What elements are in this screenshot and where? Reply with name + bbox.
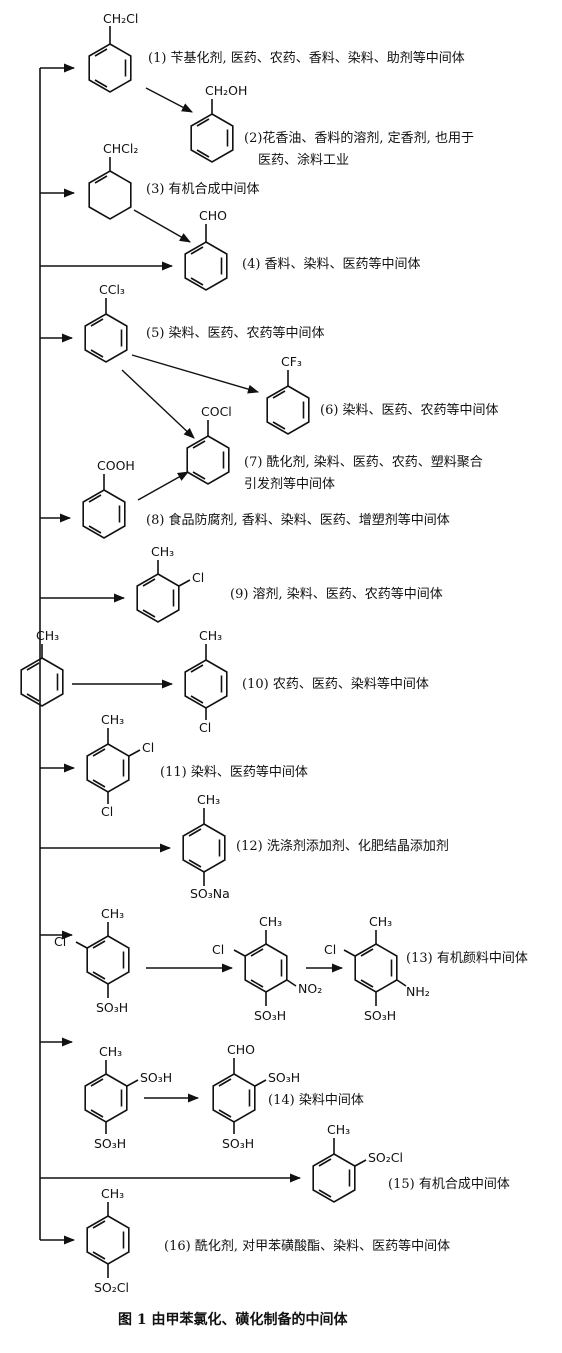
svg-text:SO₃H: SO₃H <box>140 1070 172 1085</box>
compound-9-desc: (9) 溶剂, 染料、医药、农药等中间体 <box>230 586 443 602</box>
compound-6-desc: (6) 染料、医药、农药等中间体 <box>320 402 499 418</box>
svg-text:CH₂OH: CH₂OH <box>205 83 247 98</box>
svg-text:SO₂Cl: SO₂Cl <box>94 1280 129 1295</box>
compound-13-intermediate-structure: CH₃ Cl NO₂ SO₃H <box>212 914 322 1023</box>
arrow-5-to-7 <box>121 369 195 439</box>
compound-12-desc: (12) 洗涤剂添加剂、化肥结晶添加剂 <box>236 839 449 854</box>
compound-11-structure: CH₃ Cl Cl <box>86 712 154 819</box>
compound-14-product-structure: CHO SO₃H SO₃H <box>212 1042 300 1151</box>
compound-4-desc: (4) 香料、染料、医药等中间体 <box>242 256 421 272</box>
compound-13-reactant-structure: CH₃ Cl SO₃H <box>54 906 130 1015</box>
compound-8-desc: (8) 食品防腐剂, 香料、染料、医药、增塑剂等中间体 <box>146 512 450 528</box>
svg-text:Cl: Cl <box>142 740 154 755</box>
compound-3-structure: CHCl₂ <box>88 141 138 220</box>
svg-text:Cl: Cl <box>54 934 66 949</box>
svg-text:SO₃H: SO₃H <box>364 1008 396 1023</box>
compound-8-structure: COOH <box>82 458 135 539</box>
svg-text:SO₃H: SO₃H <box>222 1136 254 1151</box>
svg-text:NO₂: NO₂ <box>298 981 322 996</box>
compound-6-structure: CF₃ <box>266 354 310 435</box>
svg-text:SO₂Cl: SO₂Cl <box>368 1150 403 1165</box>
svg-text:SO₃H: SO₃H <box>94 1136 126 1151</box>
svg-text:CH₃: CH₃ <box>197 792 220 807</box>
arrow-8-to-7 <box>137 471 189 501</box>
svg-text:Cl: Cl <box>199 720 211 735</box>
svg-text:CF₃: CF₃ <box>281 354 302 369</box>
svg-text:Cl: Cl <box>101 804 113 819</box>
figure-caption: 图 1 由甲苯氯化、磺化制备的中间体 <box>118 1311 348 1328</box>
svg-text:CH₃: CH₃ <box>101 1186 124 1201</box>
svg-text:Cl: Cl <box>192 570 204 585</box>
svg-text:CH₃: CH₃ <box>151 544 174 559</box>
svg-text:CH₃: CH₃ <box>327 1122 350 1137</box>
compound-16-desc: (16) 酰化剂, 对甲苯磺酸酯、染料、医药等中间体 <box>164 1238 450 1254</box>
svg-text:Cl: Cl <box>212 942 224 957</box>
svg-text:SO₃H: SO₃H <box>254 1008 286 1023</box>
compound-10-desc: (10) 农药、医药、染料等中间体 <box>242 676 429 692</box>
compound-1-desc: (1) 苄基化剂, 医药、农药、香料、染料、助剂等中间体 <box>148 50 465 66</box>
compound-4-structure: CHO <box>184 208 228 291</box>
svg-text:NH₂: NH₂ <box>406 984 430 999</box>
svg-text:CHO: CHO <box>227 1042 255 1057</box>
compound-12-structure: CH₃ SO₃Na <box>182 792 230 901</box>
compound-1-structure: CH₂Cl <box>88 11 138 93</box>
compound-14-desc: (14) 染料中间体 <box>268 1093 364 1108</box>
arrow-5-to-6 <box>131 354 260 394</box>
compound-9-structure: CH₃ Cl <box>136 544 204 623</box>
svg-text:CH₂Cl: CH₂Cl <box>103 11 138 26</box>
compound-5-structure: CCl₃ <box>84 282 128 363</box>
compound-15-desc: (15) 有机合成中间体 <box>388 1177 510 1192</box>
svg-text:CCl₃: CCl₃ <box>99 282 125 297</box>
svg-text:CHO: CHO <box>199 208 227 223</box>
compound-11-desc: (11) 染料、医药等中间体 <box>160 764 308 780</box>
svg-text:CH₃: CH₃ <box>369 914 392 929</box>
compound-7-desc-line2: 引发剂等中间体 <box>244 476 335 492</box>
arrow-3-to-4 <box>133 209 191 243</box>
compound-10-structure: CH₃ Cl <box>184 628 228 735</box>
svg-text:CH₃: CH₃ <box>99 1044 122 1059</box>
compound-13-product-structure: CH₃ Cl NH₂ SO₃H <box>324 914 430 1023</box>
svg-text:CH₃: CH₃ <box>199 628 222 643</box>
compound-2-desc-line2: 医药、涂料工业 <box>258 152 349 168</box>
svg-text:SO₃Na: SO₃Na <box>190 886 230 901</box>
svg-text:CH₃: CH₃ <box>101 712 124 727</box>
toluene-structure: CH₃ <box>20 628 64 707</box>
svg-text:CH₃: CH₃ <box>36 628 59 643</box>
arrow-1-to-2 <box>145 87 193 113</box>
svg-text:COCl: COCl <box>201 404 232 419</box>
compound-15-structure: CH₃ SO₂Cl <box>312 1122 403 1203</box>
svg-text:CH₃: CH₃ <box>101 906 124 921</box>
compound-13-desc: (13) 有机颜料中间体 <box>406 950 528 966</box>
compound-7-structure: COCl <box>186 404 232 485</box>
compound-2-structure: CH₂OH <box>190 83 247 163</box>
svg-text:SO₃H: SO₃H <box>268 1070 300 1085</box>
svg-text:SO₃H: SO₃H <box>96 1000 128 1015</box>
svg-text:CHCl₂: CHCl₂ <box>103 141 138 156</box>
compound-2-desc: (2)花香油、香料的溶剂, 定香剂, 也用于 <box>244 130 474 146</box>
compound-14-reactant-structure: CH₃ SO₃H SO₃H <box>84 1044 172 1151</box>
compound-5-desc: (5) 染料、医药、农药等中间体 <box>146 325 325 341</box>
svg-text:CH₃: CH₃ <box>259 914 282 929</box>
svg-text:Cl: Cl <box>324 942 336 957</box>
compound-3-desc: (3) 有机合成中间体 <box>146 182 260 197</box>
svg-text:COOH: COOH <box>97 458 135 473</box>
compound-7-desc: (7) 酰化剂, 染料、医药、农药、塑料聚合 <box>244 455 483 470</box>
compound-16-structure: CH₃ SO₂Cl <box>86 1186 130 1295</box>
